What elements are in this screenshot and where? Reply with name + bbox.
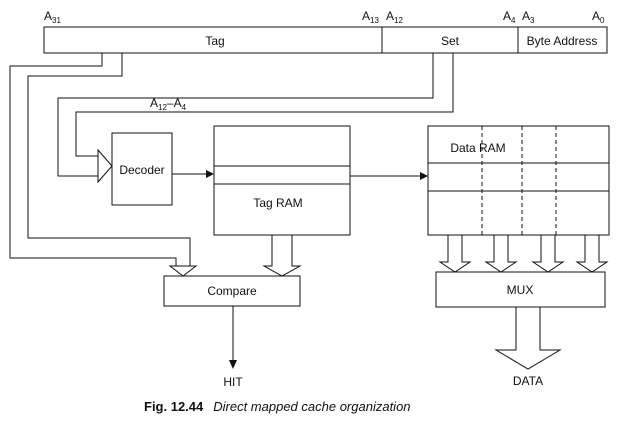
caption-number: Fig. 12.44 [144, 399, 204, 414]
dataram-to-mux-bus-2 [484, 234, 518, 273]
field-set: Set [441, 34, 460, 48]
tag-bus-inner [27, 53, 191, 266]
decoder-input-label: A12–A4 [150, 96, 187, 112]
dataram-to-mux-bus-4 [575, 234, 609, 273]
tag-ram-block [213, 125, 351, 236]
decoder-to-tagram-arrowhead [206, 170, 214, 178]
bit-label-a4: A4 [503, 9, 516, 25]
bit-label-a13: A13 [362, 9, 379, 25]
address-register [43, 26, 608, 54]
bit-label-a3: A3 [522, 9, 535, 25]
set-bus-arrowhead [97, 148, 113, 184]
tagram-to-dataram-arrowhead [420, 172, 428, 180]
hit-output-label: HIT [223, 375, 243, 389]
tag-bus-outer [9, 53, 177, 266]
data-ram-label: Data RAM [450, 141, 505, 155]
dataram-to-mux-bus-3 [531, 234, 565, 273]
tag-bus-arrowhead [168, 265, 198, 277]
tag-ram-label: Tag RAM [253, 196, 302, 210]
data-ram-block [427, 125, 610, 236]
mux-to-data-bus [494, 306, 562, 370]
bit-label-a31: A31 [44, 9, 61, 25]
set-bus-inner [57, 53, 434, 177]
set-bus-outer [75, 53, 454, 157]
bit-label-a0: A0 [592, 9, 605, 25]
compare-label: Compare [207, 284, 257, 298]
compare-block [163, 275, 301, 307]
decoder-label: Decoder [119, 163, 164, 177]
data-output-label: DATA [513, 374, 543, 388]
decoder-block [111, 132, 173, 206]
dataram-to-mux-bus-1 [438, 234, 472, 273]
field-byte-address: Byte Address [527, 34, 598, 48]
mux-label: MUX [507, 283, 534, 297]
field-tag: Tag [205, 34, 224, 48]
bit-label-a12: A12 [386, 9, 403, 25]
figure-caption: Fig. 12.44 Direct mapped cache organizati… [144, 399, 411, 414]
tagram-to-compare-bus [262, 234, 302, 277]
caption-text: Direct mapped cache organization [213, 399, 410, 414]
compare-to-hit-arrowhead [229, 360, 237, 369]
